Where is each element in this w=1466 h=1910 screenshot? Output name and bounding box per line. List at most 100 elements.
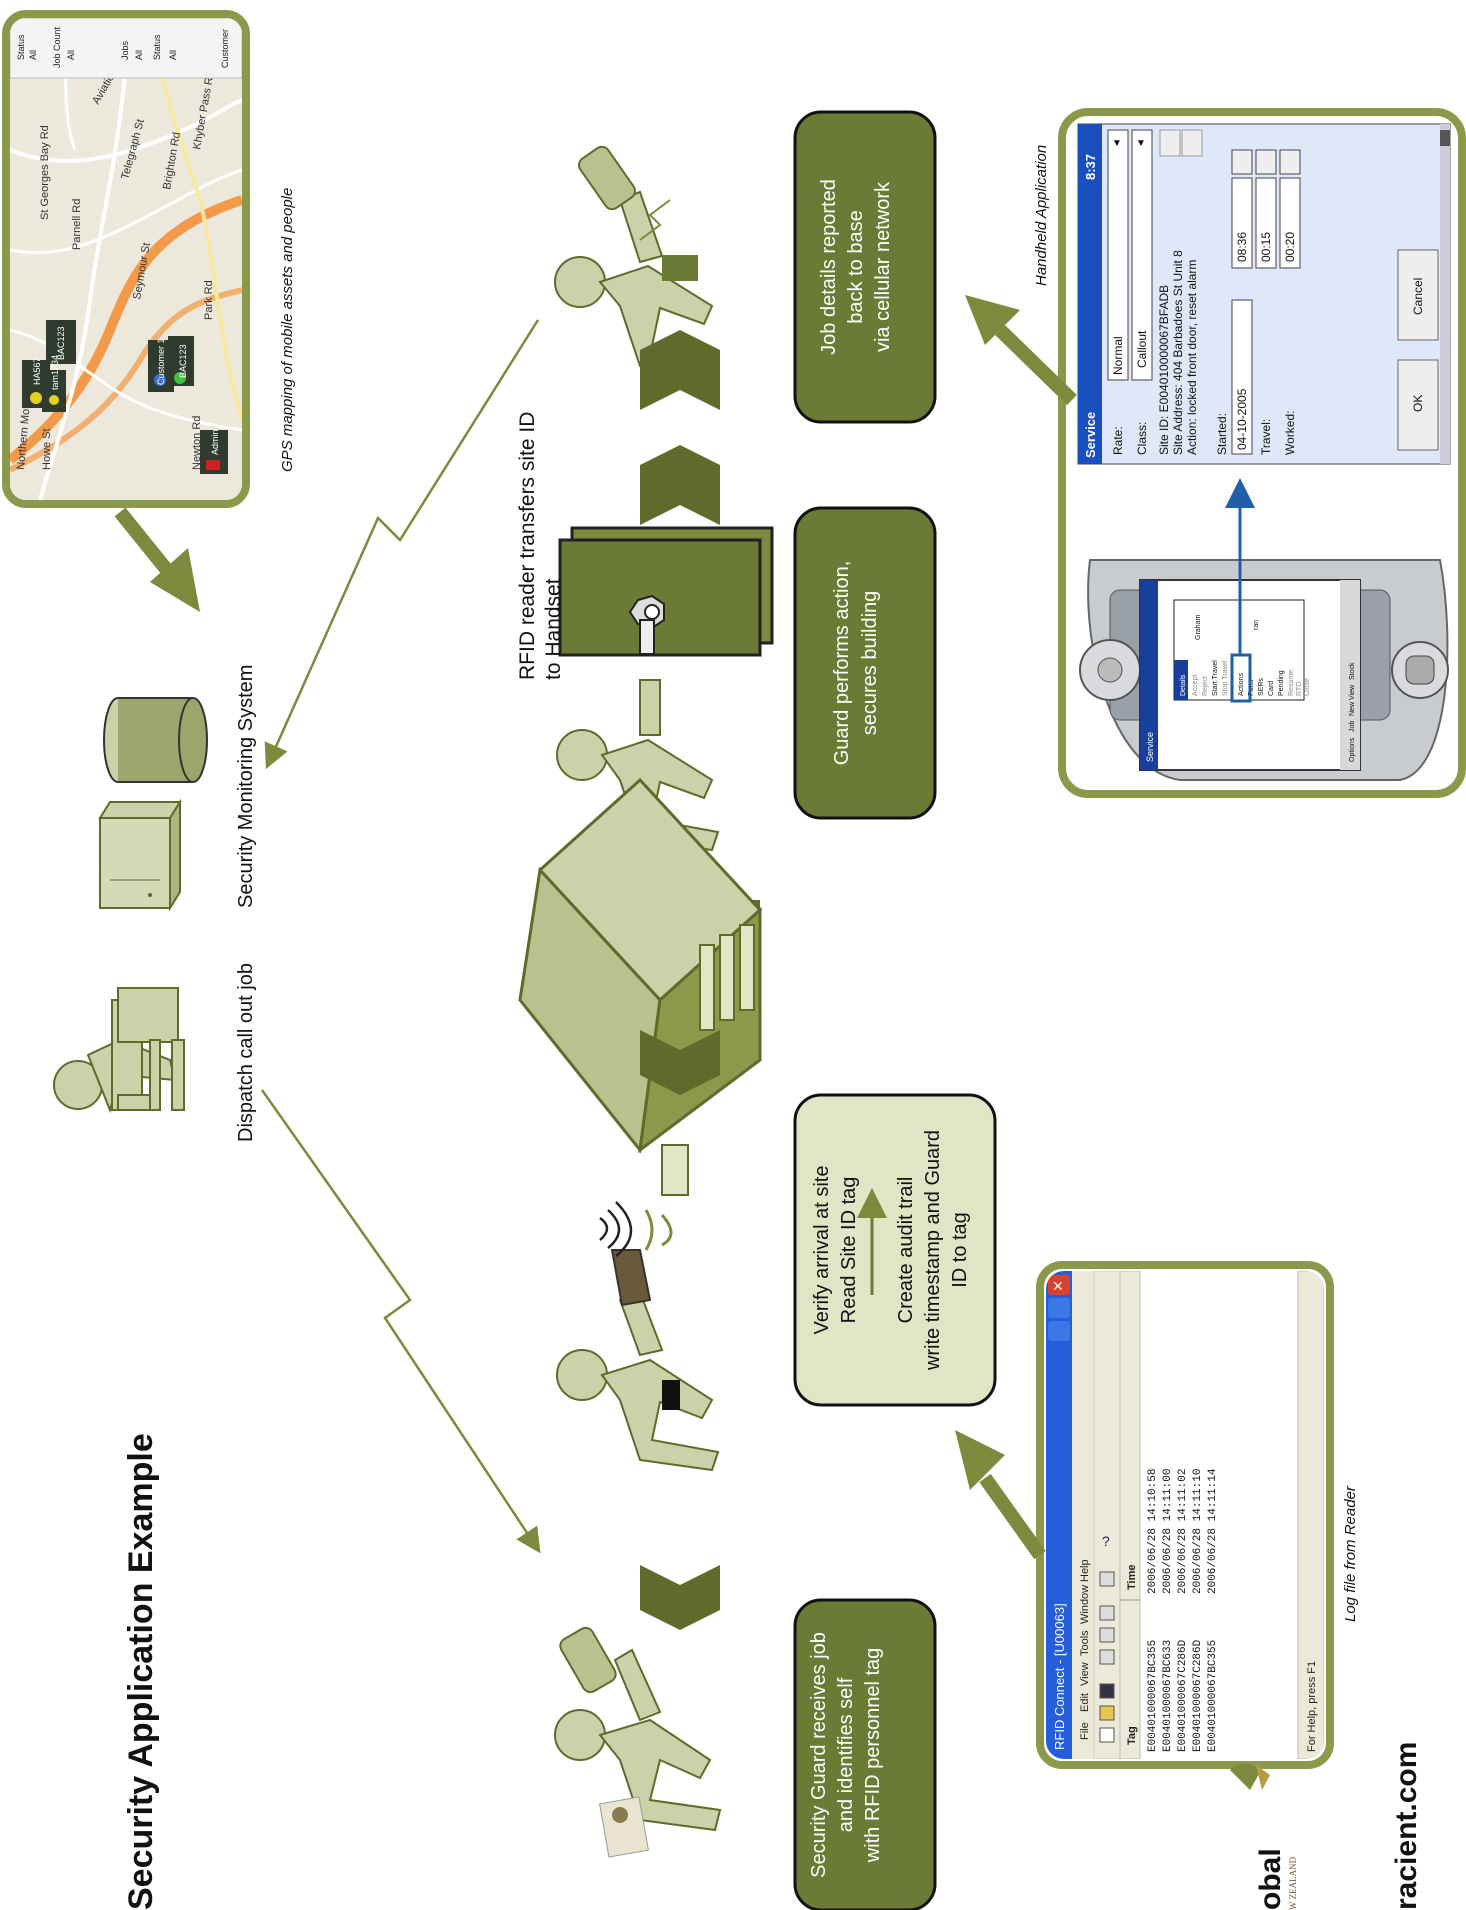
dispatcher-figure [53, 987, 185, 1114]
svg-text:Options: Options [1349, 737, 1356, 762]
map-marker[interactable]: BAC123 [46, 320, 76, 364]
rfid-transfer-label-line1: RFID reader transfers site ID [516, 412, 539, 680]
svg-text:Verify arrival at site: Verify arrival at site [811, 1166, 833, 1335]
keyboard-icon[interactable] [1440, 130, 1450, 146]
page-title: Security Application Example [122, 1433, 160, 1910]
gps-caption: GPS mapping of mobile assets and people [279, 188, 296, 472]
svg-text:Details: Details [1180, 674, 1187, 696]
svg-text:Stock: Stock [1349, 662, 1356, 680]
svg-text:Graham: Graham [1195, 615, 1202, 640]
svg-text:E00401000067C286D: E00401000067C286D [1192, 1639, 1204, 1752]
open-folder-icon[interactable] [1099, 1705, 1115, 1721]
handheld-form: Service 8:37 Rate: Normal ▼ Class: Callo… [1077, 123, 1451, 465]
cancel-button[interactable] [1397, 249, 1439, 341]
svg-text:Accept: Accept [1192, 675, 1199, 696]
started-label: Started: [1215, 413, 1229, 455]
column-header-tag[interactable]: Tag [1126, 1726, 1138, 1745]
svg-text:Close: Close [1304, 678, 1311, 696]
worked-field[interactable] [1279, 177, 1301, 269]
scroll-up-button[interactable] [1159, 129, 1181, 157]
menu-edit[interactable]: Edit [1079, 1693, 1091, 1712]
rate-label: Rate: [1111, 426, 1125, 455]
flow-chevron [640, 1030, 720, 1095]
map-marker[interactable]: Admin [200, 429, 228, 474]
svg-text:via cellular network: via cellular network [872, 181, 894, 352]
class-select[interactable] [1131, 129, 1153, 381]
help-icon[interactable]: ? [1102, 1533, 1110, 1549]
flow-chevron [640, 1565, 720, 1630]
table-row[interactable]: E00401000067C286D 2006/06/28 14:11:02 [1177, 1469, 1189, 1752]
maximize-icon[interactable] [1048, 1298, 1070, 1318]
svg-text:2006/06/28 14:11:00: 2006/06/28 14:11:00 [1162, 1469, 1174, 1594]
chevron-down-icon: ▼ [1112, 138, 1122, 149]
started-time-value: 08:36 [1235, 232, 1249, 262]
print-icon[interactable] [1099, 1571, 1115, 1587]
svg-text:secures building: secures building [859, 591, 881, 736]
form-clock: 8:37 [1083, 154, 1098, 180]
svg-text:back to base: back to base [845, 210, 867, 323]
svg-text:HA567: HA567 [32, 357, 42, 385]
table-row[interactable]: E00401000067BC633 2006/06/28 14:11:00 [1162, 1469, 1174, 1752]
column-header-time[interactable]: Time [1126, 1565, 1138, 1590]
menu-window[interactable]: Window [1079, 1585, 1091, 1624]
svg-text:New: New [1349, 701, 1356, 716]
started-time-stepper[interactable] [1231, 149, 1253, 175]
menu-tools[interactable]: Tools [1079, 1630, 1091, 1656]
step-box-report: Job details reported back to base via ce… [793, 110, 937, 424]
flow-chevron [640, 330, 720, 410]
save-icon[interactable] [1099, 1683, 1115, 1699]
table-row[interactable]: E00401000067BC355 2006/06/28 14:10:58 [1147, 1469, 1159, 1752]
menu-help[interactable]: Help [1079, 1559, 1091, 1582]
svg-text:ran: ran [1253, 620, 1260, 630]
monitoring-system-icon [98, 697, 208, 912]
svg-text:All: All [134, 50, 144, 60]
cut-icon[interactable] [1099, 1649, 1115, 1665]
svg-text:and identifies self: and identifies self [835, 1677, 857, 1832]
ok-button[interactable] [1397, 359, 1439, 451]
copy-icon[interactable] [1099, 1627, 1115, 1643]
svg-text:Cancel: Cancel [1411, 278, 1425, 315]
table-row[interactable]: E00401000067BC355 2006/06/28 14:11:14 [1207, 1468, 1219, 1752]
svg-text:ID to tag: ID to tag [949, 1212, 971, 1288]
rate-value: Normal [1111, 336, 1125, 375]
svg-text:SERs: SERs [1258, 678, 1265, 696]
map-street-label: Parnell Rd [71, 199, 83, 250]
map-marker[interactable]: tam1234 [42, 355, 66, 412]
map-marker[interactable]: BAC123 [168, 336, 194, 386]
guard-figure-report [554, 145, 720, 378]
svg-text:Stop Travel: Stop Travel [1222, 660, 1229, 696]
menu-view[interactable]: View [1079, 1662, 1091, 1686]
paste-icon[interactable] [1099, 1605, 1115, 1621]
svg-text:Job details reported: Job details reported [818, 179, 840, 355]
wireless-link-report [264, 319, 540, 770]
new-file-icon[interactable] [1099, 1727, 1115, 1743]
svg-text:BAC123: BAC123 [56, 326, 66, 360]
started-time-field[interactable] [1231, 177, 1253, 269]
svg-text:View: View [1349, 684, 1356, 700]
travel-value: 00:15 [1259, 232, 1273, 262]
handheld-to-report-arrow [965, 295, 1077, 406]
menu-file[interactable]: File [1079, 1722, 1091, 1740]
started-date-field[interactable] [1231, 299, 1253, 455]
scroll-down-button[interactable] [1181, 129, 1203, 157]
minimize-icon[interactable] [1048, 1321, 1070, 1341]
close-icon[interactable] [1048, 1275, 1070, 1295]
svg-text:obal: obal [1254, 1848, 1287, 1910]
map-street-label: St Georges Bay Rd [39, 125, 51, 220]
travel-stepper[interactable] [1255, 149, 1277, 175]
brand-logo: obal W ZEALAND [1230, 1763, 1298, 1910]
step-box-verify: Verify arrival at site Read Site ID tag … [793, 1093, 997, 1407]
svg-text:✕: ✕ [1052, 1278, 1064, 1294]
guard-figure-verify [556, 1201, 720, 1472]
pda-device: Service Details Accept Reject Start Trav… [1079, 559, 1449, 781]
svg-text:Jobs: Jobs [120, 40, 130, 60]
svg-text:RTD: RTD [1296, 682, 1303, 696]
travel-label: Travel: [1259, 419, 1273, 455]
svg-text:Security Guard receives job: Security Guard receives job [808, 1632, 830, 1878]
svg-text:Resume: Resume [1288, 670, 1295, 696]
travel-field[interactable] [1255, 177, 1277, 269]
rate-select[interactable] [1107, 129, 1129, 381]
table-row[interactable]: E00401000067C286D 2006/06/28 14:11:10 [1192, 1469, 1204, 1752]
worked-stepper[interactable] [1279, 149, 1301, 175]
